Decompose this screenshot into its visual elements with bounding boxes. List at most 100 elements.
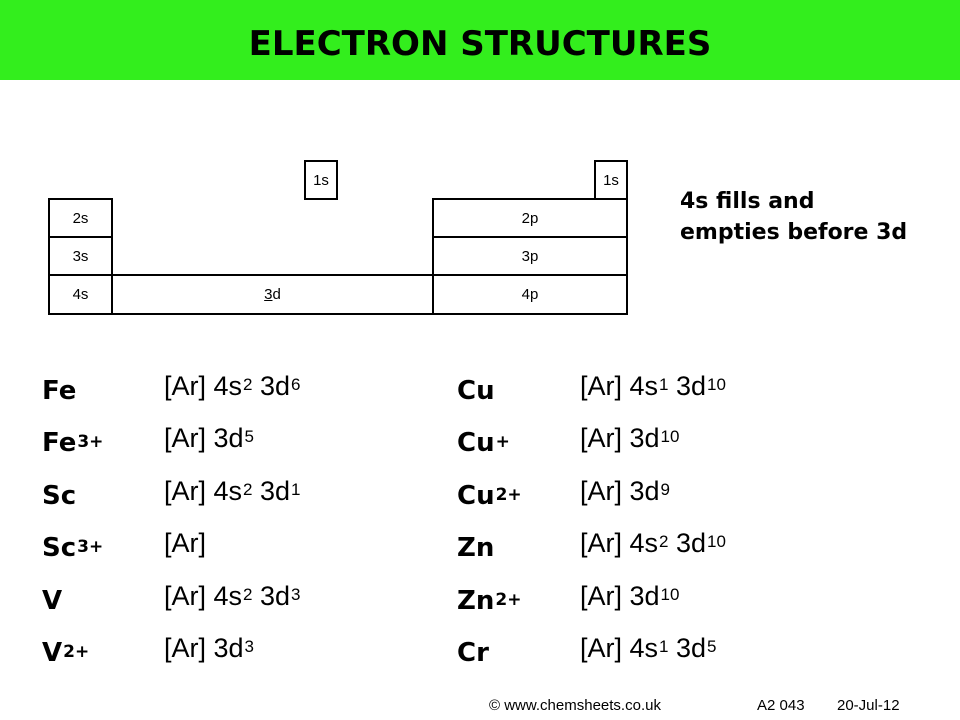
symbol-text: V [42,638,63,668]
symbol-text: Cr [457,638,489,668]
element-symbol: Cr [457,637,489,669]
config-subshell: 3d [252,581,291,611]
orbital-4p: 4p [432,274,628,315]
symbol-text: V [42,586,63,616]
symbol-text: Sc [42,533,77,563]
config-base: [Ar] 4s [164,371,243,401]
ion-charge: 2+ [495,485,522,505]
electron-configuration: [Ar] 4s1 3d5 [580,632,717,664]
orbital-label: 3d [264,286,281,303]
element-symbol: Fe3+ [42,427,103,459]
title-banner [0,0,960,80]
element-symbol: V2+ [42,637,89,669]
config-superscript: 2 [243,585,253,604]
orbital-3d-suffix: d [272,286,281,303]
config-superscript: 3 [291,585,301,604]
element-symbol: Zn2+ [457,585,521,617]
symbol-text: Fe [42,376,77,406]
config-base: [Ar] 4s [580,371,659,401]
config-superscript: 10 [660,427,680,446]
note-line: empties before 3d [680,220,908,245]
config-superscript: 2 [243,375,253,394]
electron-configuration: [Ar] 3d10 [580,580,679,612]
footer-copyright: © www.chemsheets.co.uk [489,697,661,714]
config-base: [Ar] 4s [164,581,243,611]
symbol-text: Cu [457,376,495,406]
config-subshell: 3d [668,633,707,663]
config-subshell: 3d [668,528,707,558]
config-base: [Ar] 3d [164,633,244,663]
orbital-1s-left: 1s [304,160,338,200]
electron-configuration: [Ar] 4s2 3d6 [164,370,301,402]
electron-configuration: [Ar] 3d9 [580,475,670,507]
config-superscript: 9 [660,480,671,499]
diagram-note: 4s fills and empties before 3d [680,186,950,248]
config-subshell: 3d [668,371,707,401]
config-superscript: 2 [659,532,669,551]
symbol-text: Sc [42,481,77,511]
config-superscript: 1 [659,375,669,394]
config-superscript: 10 [707,375,726,394]
orbital-label: 4s [72,286,89,303]
element-symbol: Fe [42,375,76,407]
element-symbol: Sc3+ [42,532,103,564]
electron-configuration: [Ar] 4s2 3d10 [580,527,726,559]
config-superscript: 3 [244,637,255,656]
orbital-label: 1s [603,171,619,189]
symbol-text: Fe [42,428,77,458]
element-symbol: Zn [457,532,494,564]
element-symbol: Sc [42,480,76,512]
orbital-1s-right: 1s [594,160,628,200]
ion-charge: 2+ [495,590,522,610]
orbital-label: 2s [72,209,89,227]
orbital-label: 2p [521,209,539,227]
config-base: [Ar] 3d [580,581,660,611]
ion-charge: + [495,432,510,452]
element-symbol: Cu2+ [457,480,522,512]
config-superscript: 5 [244,427,255,446]
config-subshell: 3d [252,371,291,401]
config-superscript: 6 [291,375,301,394]
symbol-text: Cu [457,481,495,511]
symbol-text: Zn [457,586,495,616]
electron-configuration: [Ar] 3d10 [580,422,679,454]
footer-date: 20-Jul-12 [837,697,900,714]
ion-charge: 3+ [77,432,104,452]
config-superscript: 5 [707,637,717,656]
orbital-label: 3p [521,247,539,265]
config-base: [Ar] 3d [580,476,660,506]
orbital-label: 3s [72,247,89,265]
orbital-label: 1s [313,171,329,189]
electron-configuration: [Ar] [164,527,206,559]
electron-configuration: [Ar] 4s1 3d10 [580,370,726,402]
footer-code: A2 043 [757,697,805,714]
orbital-3s: 3s [48,236,113,276]
symbol-text: Zn [457,533,495,563]
element-symbol: Cu [457,375,495,407]
ion-charge: 3+ [77,537,104,557]
config-superscript: 10 [660,585,680,604]
orbital-3d: 3d [111,274,434,315]
element-symbol: V [42,585,62,617]
config-base: [Ar] [164,528,207,558]
ion-charge: 2+ [63,642,90,662]
element-symbol: Cu+ [457,427,510,459]
electron-configuration: [Ar] 4s2 3d3 [164,580,301,612]
config-base: [Ar] 4s [580,528,659,558]
symbol-text: Cu [457,428,495,458]
orbital-2s: 2s [48,198,113,238]
config-base: [Ar] 4s [164,476,243,506]
orbital-4s: 4s [48,274,113,315]
orbital-2p: 2p [432,198,628,238]
config-superscript: 2 [243,480,253,499]
config-base: [Ar] 3d [164,423,244,453]
electron-configuration: [Ar] 4s2 3d1 [164,475,301,507]
orbital-3p: 3p [432,236,628,276]
electron-configuration: [Ar] 3d3 [164,632,254,664]
config-base: [Ar] 4s [580,633,659,663]
config-base: [Ar] 3d [580,423,660,453]
note-line: 4s fills and [680,189,815,214]
electron-configuration: [Ar] 3d5 [164,422,254,454]
config-superscript: 1 [659,637,669,656]
page-title: ELECTRON STRUCTURES [248,24,712,64]
